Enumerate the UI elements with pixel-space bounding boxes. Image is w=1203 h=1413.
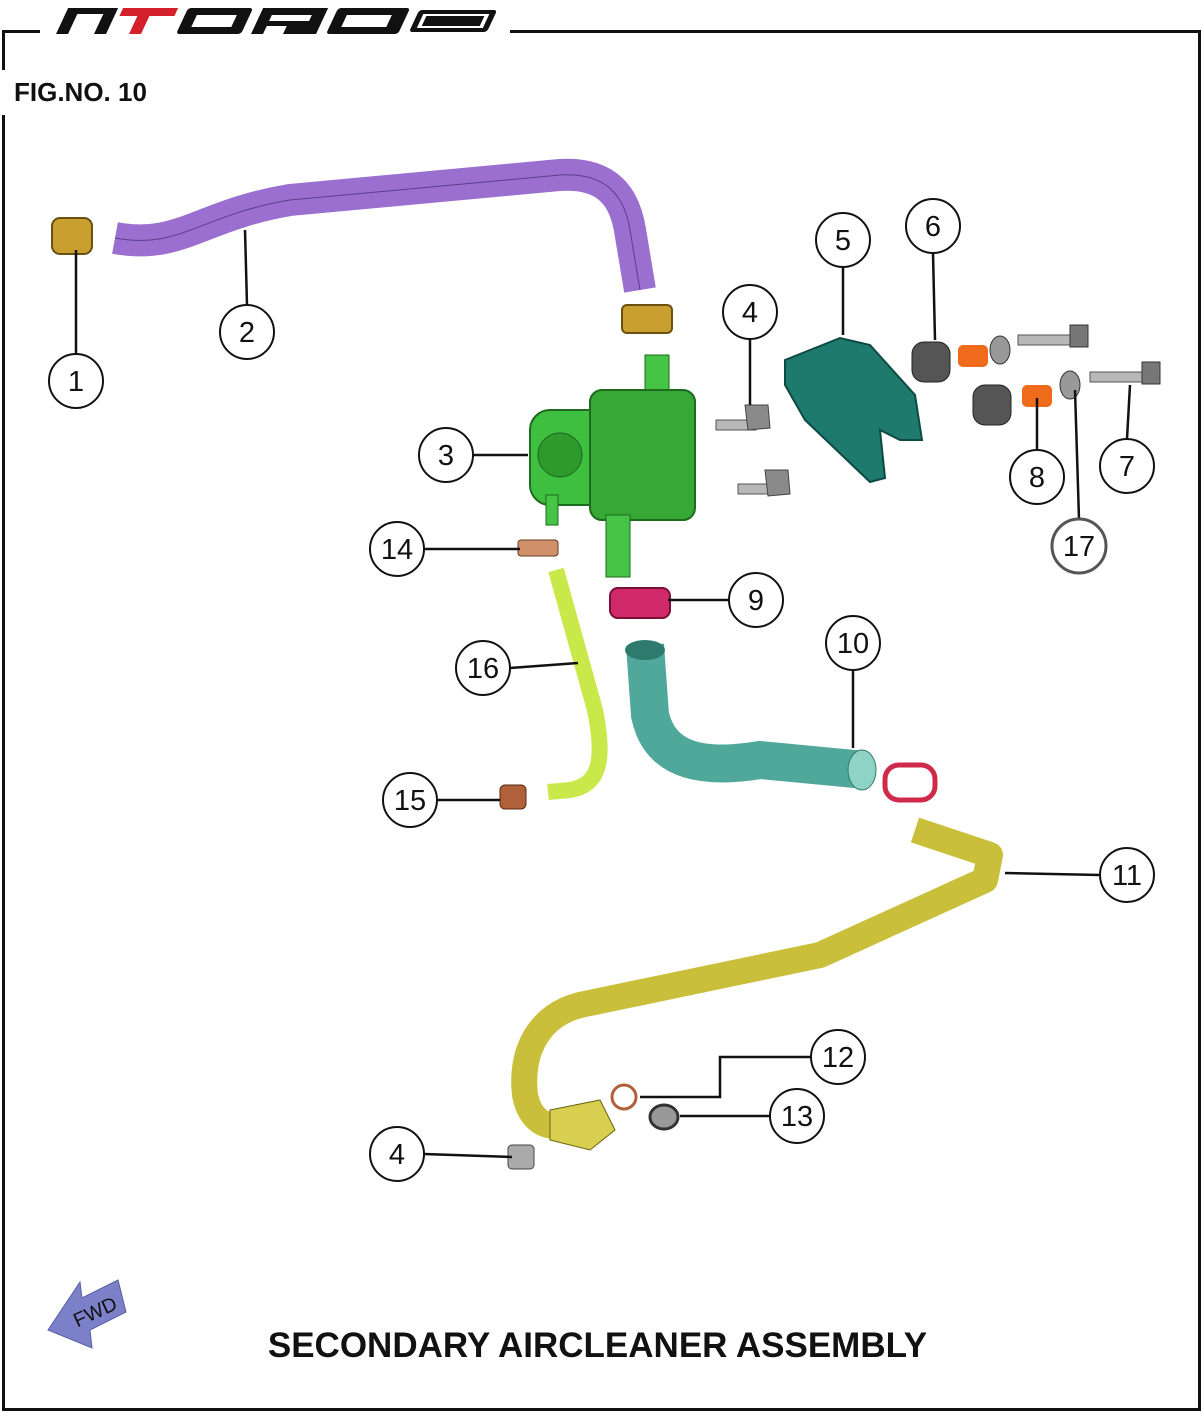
callout-4: 4 — [722, 284, 778, 340]
callout-4-bottom: 4 — [369, 1126, 425, 1182]
svg-text:11: 11 — [1112, 860, 1142, 892]
svg-text:9: 9 — [748, 585, 764, 617]
callout-17: 17 — [1050, 517, 1108, 575]
part-8-collars — [958, 345, 1052, 407]
svg-text:8: 8 — [1029, 462, 1045, 494]
callout-14: 14 — [369, 521, 425, 577]
part-16-lime-hose — [547, 567, 608, 800]
part-3-air-valve — [529, 354, 696, 578]
callout-11: 11 — [1099, 847, 1155, 903]
pipe-flange — [549, 1099, 616, 1151]
callout-16: 16 — [455, 640, 511, 696]
svg-text:4: 4 — [742, 297, 758, 329]
part-15-clip — [499, 784, 527, 810]
hose-outline — [114, 174, 641, 291]
svg-text:4: 4 — [389, 1139, 405, 1171]
part-14-clip — [517, 539, 559, 557]
callout-9: 9 — [728, 572, 784, 628]
callout-1: 1 — [48, 353, 104, 409]
callout-15: 15 — [382, 772, 438, 828]
svg-text:7: 7 — [1119, 451, 1135, 483]
callout-12: 12 — [810, 1029, 866, 1085]
svg-text:3: 3 — [438, 440, 454, 472]
svg-text:6: 6 — [925, 211, 941, 243]
diagram-frame — [2, 30, 1201, 1411]
assembly-title: SECONDARY AIRCLEANER ASSEMBLY — [267, 1326, 928, 1365]
valve-hose-clamp — [621, 304, 673, 334]
part-11-yellow-pipe — [511, 817, 1003, 1140]
callout-7: 7 — [1099, 438, 1155, 494]
part-9-hose-clip — [609, 587, 671, 619]
callout-3: 3 — [418, 427, 474, 483]
ntorq-logo — [56, 8, 497, 34]
part-1-hose-clamp — [51, 217, 93, 255]
hose-end — [625, 640, 665, 660]
svg-text:10: 10 — [837, 628, 869, 660]
svg-text:12: 12 — [822, 1042, 854, 1074]
callout-13: 13 — [769, 1088, 825, 1144]
callout-5: 5 — [815, 212, 871, 268]
leader-lines — [74, 229, 1132, 1159]
callout-10: 10 — [825, 615, 881, 671]
part-4-bolts — [715, 404, 791, 497]
svg-text:1: 1 — [68, 366, 84, 398]
callout-6: 6 — [905, 198, 961, 254]
figure-number: FIG.NO. 10 — [14, 77, 147, 107]
svg-text:5: 5 — [835, 225, 851, 257]
part-12-o-ring — [610, 1083, 638, 1111]
part-5-bracket — [784, 336, 924, 484]
svg-text:15: 15 — [394, 785, 426, 817]
part-6-rubber-grommets — [911, 341, 1012, 426]
svg-text:14: 14 — [381, 534, 413, 566]
svg-text:2: 2 — [239, 317, 255, 349]
part-7-bolts — [1017, 324, 1161, 385]
svg-text:17: 17 — [1063, 531, 1095, 563]
svg-text:13: 13 — [781, 1101, 813, 1133]
svg-text:16: 16 — [467, 653, 499, 685]
figure-label-background — [0, 70, 10, 115]
part-13-washer — [648, 1103, 680, 1131]
pipe-hose-clip — [882, 762, 938, 803]
callout-2: 2 — [219, 304, 275, 360]
hose-end — [847, 749, 877, 791]
callout-8: 8 — [1009, 449, 1065, 505]
part-10-teal-hose — [626, 643, 867, 789]
